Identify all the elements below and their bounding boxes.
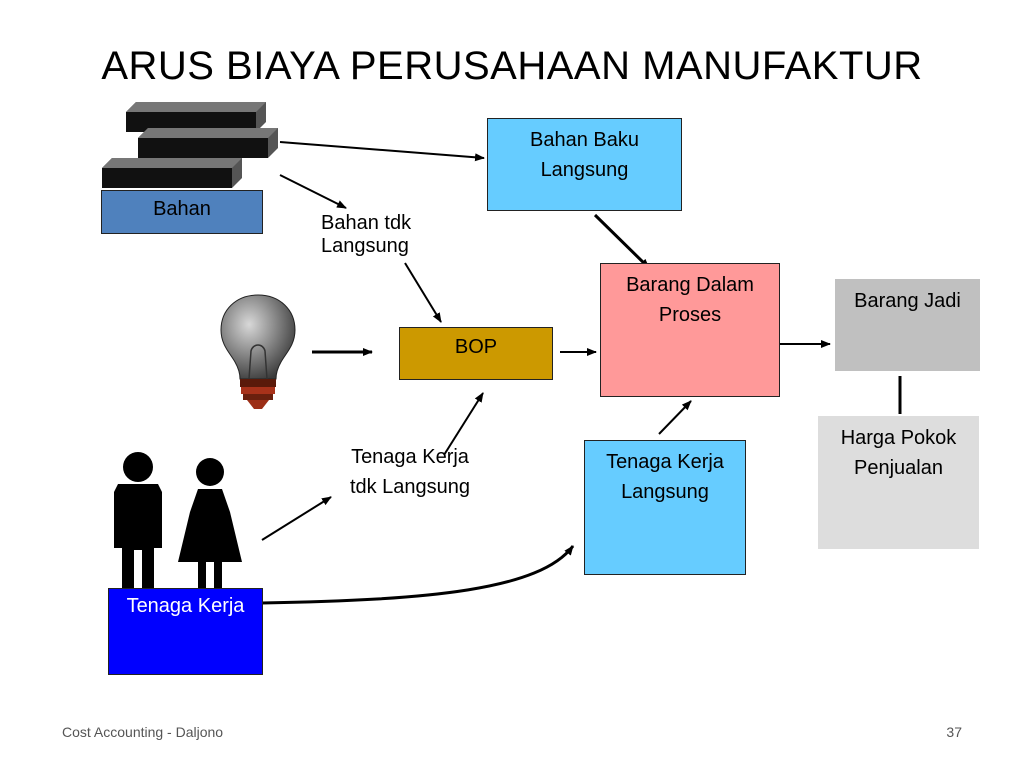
people-icon bbox=[114, 452, 242, 588]
harga-pokok-line-1: Harga Pokok bbox=[840, 427, 957, 449]
bahan-baku-label-line-1: Bahan Baku bbox=[530, 129, 639, 151]
harga-pokok-penjualan-box: Harga Pokok Penjualan bbox=[818, 416, 979, 549]
tk-tdk-line-2: tdk Langsung bbox=[349, 476, 471, 498]
barang-dalam-proses-box: Barang Dalam Proses bbox=[600, 263, 780, 397]
barang-dalam-proses-line-2: Proses bbox=[658, 304, 722, 326]
light-bulb-icon bbox=[220, 294, 296, 409]
tenaga-kerja-tdk-langsung-label: Tenaga Kerja tdk Langsung bbox=[330, 442, 490, 502]
tk-langsung-line-2: Langsung bbox=[621, 481, 709, 503]
bahan-box: Bahan bbox=[101, 190, 263, 234]
arrow-tk-langsung-to-wip bbox=[658, 400, 692, 435]
barang-dalam-proses-line-1: Barang Dalam bbox=[626, 274, 754, 296]
bahan-tdk-line-1: Bahan tdk bbox=[321, 212, 412, 234]
arrow-bahan-baku-to-wip bbox=[593, 213, 651, 270]
bahan-baku-langsung-box: Bahan Baku Langsung bbox=[487, 118, 682, 211]
bop-label: BOP bbox=[454, 336, 498, 358]
arrow-tk-tdk-to-bop bbox=[443, 392, 484, 456]
barang-jadi-box: Barang Jadi bbox=[835, 279, 980, 371]
arrow-people-to-tk-tdk bbox=[261, 496, 332, 541]
arrow-bahan-to-bahan-tdk bbox=[279, 174, 347, 209]
material-stack-icon bbox=[102, 102, 278, 188]
slide-title: ARUS BIAYA PERUSAHAAN MANUFAKTUR bbox=[101, 44, 923, 88]
arrow-bahan-to-bahan-baku bbox=[279, 141, 485, 162]
tenaga-kerja-box: Tenaga Kerja bbox=[108, 588, 263, 675]
page-number: 37 bbox=[946, 724, 962, 740]
tenaga-kerja-label: Tenaga Kerja bbox=[126, 595, 245, 617]
arrow-tenaga-kerja-to-tk-langsung bbox=[261, 545, 575, 605]
bop-box: BOP bbox=[399, 327, 553, 380]
tk-langsung-line-1: Tenaga Kerja bbox=[606, 451, 724, 473]
bahan-tdk-line-2: Langsung bbox=[321, 235, 409, 257]
footer-source: Cost Accounting - Daljono bbox=[62, 724, 224, 740]
arrow-bahan-tdk-to-bop bbox=[404, 262, 442, 323]
bahan-baku-label-line-2: Langsung bbox=[540, 159, 629, 181]
harga-pokok-line-2: Penjualan bbox=[854, 457, 943, 479]
tk-tdk-line-1: Tenaga Kerja bbox=[351, 446, 469, 468]
bahan-label: Bahan bbox=[153, 198, 211, 220]
tenaga-kerja-langsung-box: Tenaga Kerja Langsung bbox=[584, 440, 746, 575]
bahan-tdk-langsung-label: Bahan tdk Langsung bbox=[321, 212, 411, 258]
barang-jadi-label: Barang Jadi bbox=[854, 290, 961, 312]
